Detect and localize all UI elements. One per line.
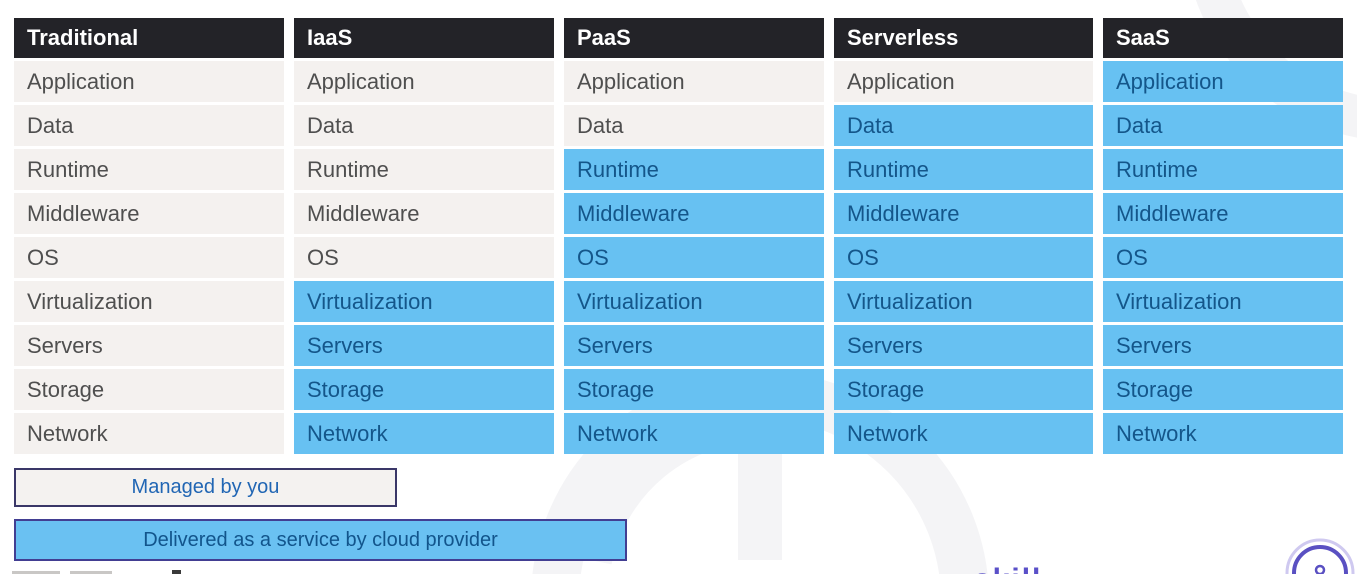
table-cell: Storage [294, 369, 554, 410]
brand-wordmark: skill [974, 563, 1174, 574]
table-cell: Storage [564, 369, 824, 410]
table-cell: Virtualization [1103, 281, 1343, 322]
table-cell: Middleware [14, 193, 284, 234]
table-cell: OS [834, 237, 1093, 278]
table-cell: Runtime [14, 149, 284, 190]
table-cell: Storage [14, 369, 284, 410]
table-cell: Runtime [294, 149, 554, 190]
legend-managed-by-you: Managed by you [14, 468, 397, 507]
table-cell: OS [294, 237, 554, 278]
table-cell: Virtualization [14, 281, 284, 322]
table-cell: Middleware [1103, 193, 1343, 234]
cutoff-text-fragment [172, 570, 181, 574]
table-cell: Servers [1103, 325, 1343, 366]
table-cell: OS [564, 237, 824, 278]
table-cell: Runtime [564, 149, 824, 190]
table-cell: Middleware [294, 193, 554, 234]
column-header: IaaS [294, 18, 554, 58]
table-cell: Data [564, 105, 824, 146]
table-cell: Runtime [1103, 149, 1343, 190]
table-cell: Data [834, 105, 1093, 146]
column-header: Serverless [834, 18, 1093, 58]
table-cell: Virtualization [294, 281, 554, 322]
legend-cloud-provider-label: Delivered as a service by cloud provider [143, 528, 498, 551]
column-header: PaaS [564, 18, 824, 58]
table-cell: Network [294, 413, 554, 454]
table-cell: OS [14, 237, 284, 278]
brand-logo-icon [1283, 536, 1357, 574]
table-cell: Application [564, 61, 824, 102]
table-cell: Servers [14, 325, 284, 366]
table-cell: Servers [294, 325, 554, 366]
column-header: SaaS [1103, 18, 1343, 58]
table-cell: Storage [1103, 369, 1343, 410]
table-cell: Middleware [564, 193, 824, 234]
table-cell: Network [1103, 413, 1343, 454]
legend-cloud-provider: Delivered as a service by cloud provider [14, 519, 627, 561]
cutoff-text-fragment [12, 571, 60, 574]
table-cell: Application [294, 61, 554, 102]
table-cell: Runtime [834, 149, 1093, 190]
table-cell: Storage [834, 369, 1093, 410]
table-cell: Application [1103, 61, 1343, 102]
table-cell: Data [294, 105, 554, 146]
table-cell: Data [14, 105, 284, 146]
table-cell: Middleware [834, 193, 1093, 234]
table-cell: Servers [564, 325, 824, 366]
table-cell: Application [14, 61, 284, 102]
table-cell: Virtualization [564, 281, 824, 322]
table-cell: Virtualization [834, 281, 1093, 322]
table-cell: Network [14, 413, 284, 454]
table-cell: Network [834, 413, 1093, 454]
column-header: Traditional [14, 18, 284, 58]
table-cell: Application [834, 61, 1093, 102]
table-cell: Network [564, 413, 824, 454]
legend-managed-by-you-label: Managed by you [131, 476, 280, 498]
table-cell: Data [1103, 105, 1343, 146]
table-cell: Servers [834, 325, 1093, 366]
cutoff-text-fragment [70, 571, 112, 574]
table-cell: OS [1103, 237, 1343, 278]
